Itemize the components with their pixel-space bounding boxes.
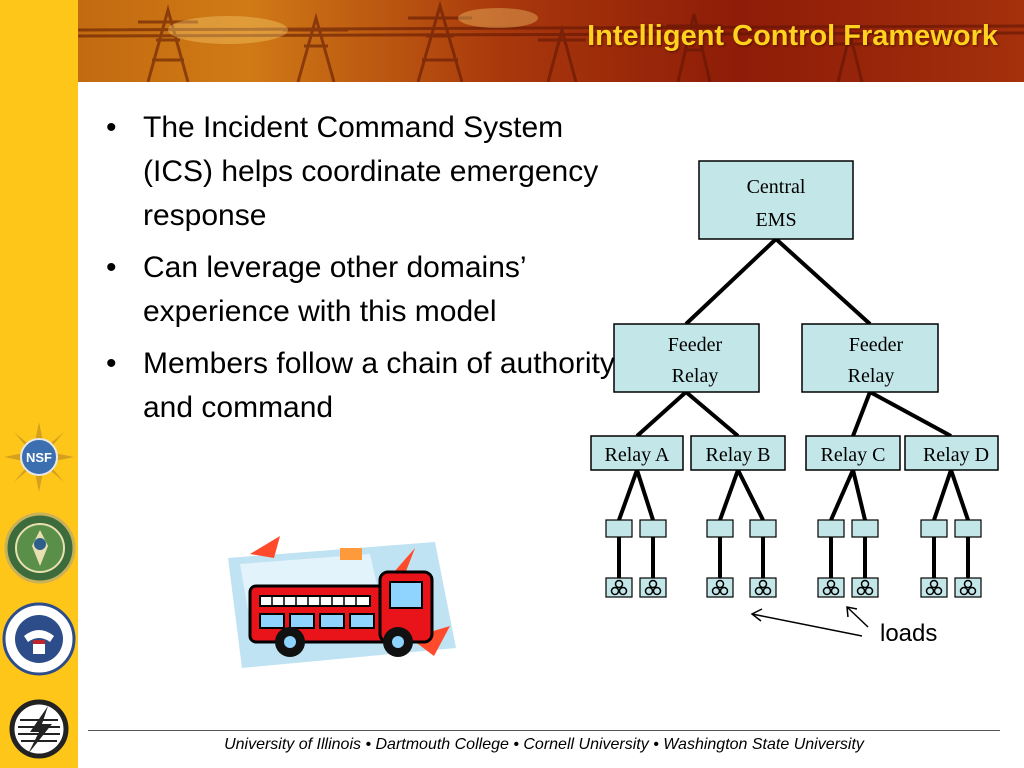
nsf-text: NSF — [26, 450, 52, 465]
bullet-glyph: • — [106, 251, 117, 284]
arrow-head — [750, 608, 763, 622]
loads-label: loads — [880, 620, 938, 647]
load-icon — [920, 577, 948, 598]
feeder-relay-node: Feeder Relay — [613, 323, 760, 393]
switch-node — [954, 519, 982, 538]
arrow-line — [846, 606, 869, 628]
bullet-item: • The Incident Command System (ICS) helps… — [100, 106, 640, 238]
node-label-line: Feeder — [849, 334, 904, 356]
switch-node — [920, 519, 948, 538]
bullet-item: • Can leverage other domains’ experience … — [100, 246, 640, 334]
load-icon — [639, 577, 667, 598]
switch-node — [706, 519, 734, 538]
arrow-line — [751, 613, 863, 637]
relay-label: Relay D — [923, 444, 989, 466]
node-label-line: EMS — [755, 209, 796, 231]
sidebar: NSF — [0, 0, 78, 768]
relay-label: Relay A — [605, 444, 671, 466]
switch-node — [851, 519, 879, 538]
loads-arrows — [750, 606, 869, 637]
switch-nodes — [605, 519, 982, 538]
bullet-glyph: • — [106, 347, 117, 380]
relay-label: Relay B — [706, 444, 771, 466]
load-icon — [749, 577, 777, 598]
power-tower-silhouettes — [78, 0, 1024, 82]
bullet-text: Can leverage other domains’ experience w… — [143, 251, 526, 328]
footer-institutions: University of Illinois • Dartmouth Colle… — [224, 736, 864, 753]
footer-divider — [88, 730, 1000, 731]
node-label-line: Relay — [848, 365, 895, 387]
doe-seal — [4, 512, 76, 584]
slide-title: Intelligent Control Framework — [587, 20, 998, 52]
switch-node — [749, 519, 777, 538]
load-icon — [851, 577, 879, 598]
relay-node: Relay C — [805, 435, 901, 471]
dhs-seal — [2, 602, 76, 676]
node-label-line: Feeder — [668, 334, 723, 356]
node-label-line: Central — [747, 176, 806, 198]
load-icon — [605, 577, 633, 598]
bullet-text: Members follow a chain of authority and … — [143, 347, 615, 424]
bullet-item: • Members follow a chain of authority and… — [100, 342, 640, 430]
arrow-head — [846, 606, 858, 618]
switch-node — [605, 519, 633, 538]
bullet-glyph: • — [106, 111, 117, 144]
control-hierarchy-diagram: Central EMS Feeder Relay Feeder Relay Re… — [590, 160, 999, 637]
title-banner: Intelligent Control Framework — [78, 0, 1024, 82]
switch-node — [639, 519, 667, 538]
central-ems-node: Central EMS — [698, 160, 854, 240]
relay-label: Relay C — [821, 444, 886, 466]
load-icons — [605, 577, 982, 598]
lightning-logo — [9, 699, 69, 759]
tree-edges — [617, 237, 970, 578]
relay-node: Relay A — [590, 435, 684, 471]
relay-node: Relay D — [904, 435, 999, 471]
bullet-text: The Incident Command System (ICS) helps … — [143, 111, 599, 232]
fire-truck-clipart — [228, 536, 456, 668]
load-icon — [706, 577, 734, 598]
bullet-list: • The Incident Command System (ICS) helps… — [100, 106, 640, 438]
nsf-logo: NSF — [4, 422, 74, 492]
node-label-line: Relay — [672, 365, 719, 387]
feeder-relay-node: Feeder Relay — [801, 323, 939, 393]
switch-node — [817, 519, 845, 538]
load-icon — [817, 577, 845, 598]
load-icon — [954, 577, 982, 598]
relay-node: Relay B — [690, 435, 786, 471]
